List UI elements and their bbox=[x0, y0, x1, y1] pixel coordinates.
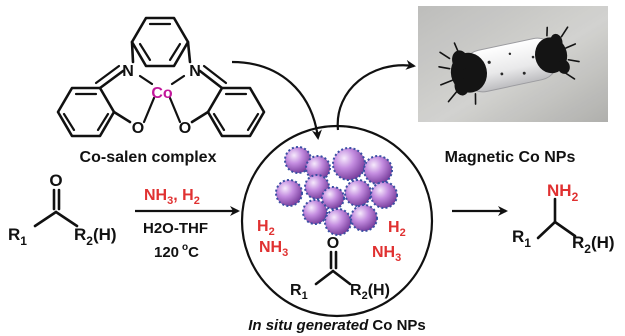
catalyst-to-np-arrow bbox=[231, 60, 322, 140]
salen-n-left: N bbox=[122, 63, 134, 80]
nanoparticle bbox=[350, 204, 378, 232]
bubble-substrate-o: O bbox=[327, 235, 339, 252]
co-salen-structure bbox=[56, 16, 266, 138]
nanoparticle bbox=[332, 147, 366, 181]
conditions-solvent: H2O-THF bbox=[143, 220, 208, 237]
bubble-h2-right: H2 bbox=[388, 219, 406, 239]
nanoparticle bbox=[275, 179, 303, 207]
bubble-nh3-left: NH3 bbox=[259, 239, 288, 259]
bubble-nh3-right: NH3 bbox=[372, 244, 401, 264]
magnetic-np-caption: Magnetic Co NPs bbox=[445, 149, 576, 166]
reactant-r2: R2(H) bbox=[74, 225, 117, 248]
nanoparticle bbox=[363, 155, 393, 185]
nanoparticle bbox=[370, 181, 398, 209]
bubble-substrate-r1: R1 bbox=[290, 282, 308, 302]
reactant-bonds bbox=[33, 188, 79, 228]
np-to-photo-arrow bbox=[336, 59, 416, 131]
in-situ-caption: In situ generated Co NPs bbox=[248, 317, 426, 334]
conditions-reagents: NH3, H2 bbox=[144, 187, 200, 207]
salen-o-right: O bbox=[179, 120, 191, 137]
product-nh2: NH2 bbox=[547, 181, 579, 204]
nanoparticle bbox=[302, 199, 328, 225]
bubble-substrate-r2: R2(H) bbox=[350, 282, 390, 302]
salen-cobalt-center: Co bbox=[151, 85, 173, 102]
nanoparticle bbox=[324, 208, 352, 236]
product-r1: R1 bbox=[512, 227, 531, 250]
product-bonds bbox=[536, 197, 577, 240]
reactant-o: O bbox=[49, 171, 62, 190]
nanoparticle-cluster bbox=[275, 146, 398, 236]
bubble-substrate-bonds bbox=[314, 250, 352, 286]
co-salen-caption: Co-salen complex bbox=[80, 149, 217, 166]
magnetic-np-photo bbox=[418, 6, 608, 122]
bubble-h2-left: H2 bbox=[257, 218, 275, 238]
product-r2: R2(H) bbox=[572, 233, 615, 256]
nanoparticle bbox=[344, 179, 372, 207]
salen-o-left: O bbox=[132, 120, 144, 137]
salen-n-right: N bbox=[189, 63, 201, 80]
reactant-r1: R1 bbox=[8, 225, 27, 248]
